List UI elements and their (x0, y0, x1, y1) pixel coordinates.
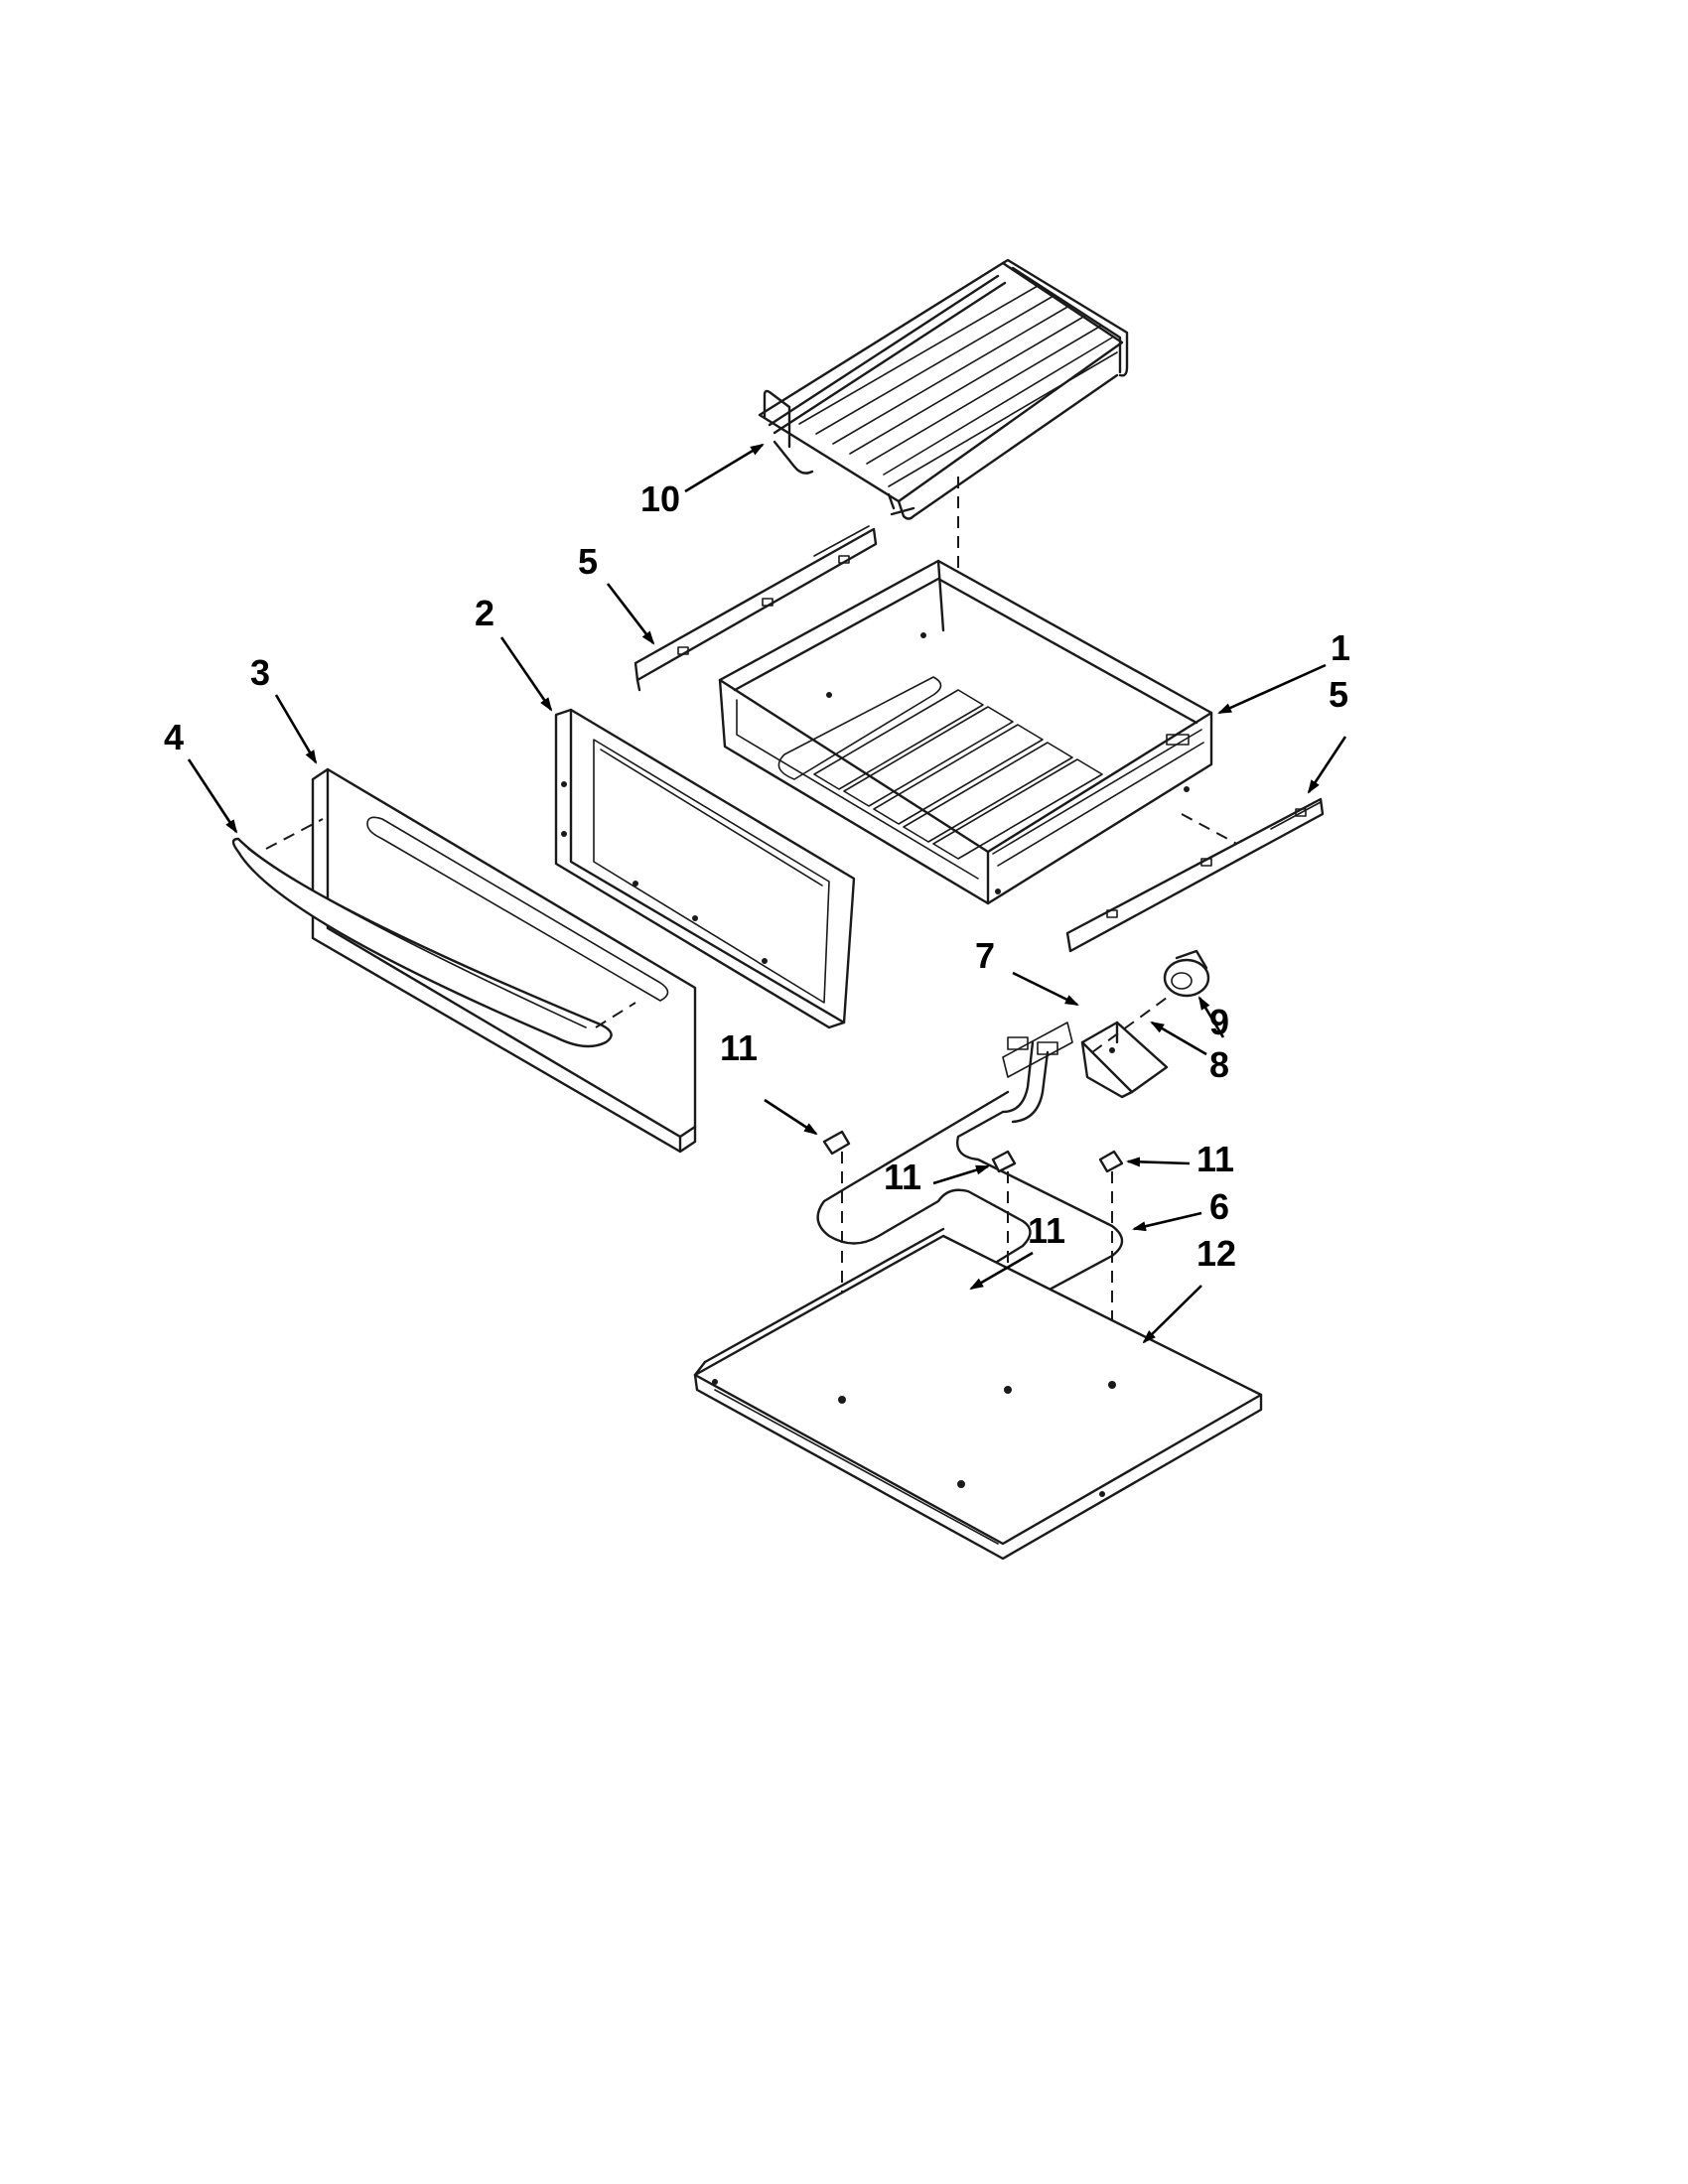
leader-4 (187, 758, 238, 834)
leader-3 (274, 694, 318, 764)
callout-11b: 11 (884, 1157, 921, 1197)
callout-9: 9 (1209, 1002, 1229, 1042)
callout-5b: 5 (1329, 674, 1348, 715)
callout-5a: 5 (578, 541, 598, 582)
callout-7: 7 (975, 935, 995, 976)
callout-6: 6 (1209, 1186, 1229, 1227)
element-clip-2 (991, 1150, 1017, 1173)
callout-11d: 11 (1028, 1210, 1065, 1251)
inner-door-panel (554, 708, 856, 1029)
leader-1 (1217, 663, 1327, 715)
leader-11b (932, 1164, 990, 1185)
callout-12: 12 (1196, 1233, 1236, 1274)
mounting-bracket (1080, 1021, 1169, 1099)
leader-11c (1126, 1157, 1191, 1167)
leader-12 (1142, 1285, 1202, 1344)
callout-11a: 11 (720, 1027, 758, 1068)
leader-5b (1307, 736, 1347, 794)
door-handle (231, 837, 613, 1048)
handle-to-door-guide-right (595, 1002, 636, 1028)
slide-rail-upper (633, 525, 878, 692)
leader-6 (1132, 1211, 1202, 1232)
element-clip-1 (822, 1130, 851, 1156)
slide-rail-lower (1065, 797, 1325, 953)
callout-1: 1 (1331, 627, 1350, 668)
bracket-to-switch-guide (1091, 997, 1168, 1053)
outer-door-panel (311, 767, 697, 1154)
handle-to-door-guide-left (265, 818, 324, 850)
leader-8 (1150, 1021, 1207, 1056)
callout-8: 8 (1209, 1044, 1229, 1085)
leader-2 (499, 636, 553, 712)
leader-11a (764, 1098, 818, 1136)
callout-10: 10 (640, 478, 680, 519)
leader-7 (1012, 971, 1079, 1007)
leader-5a (606, 583, 655, 645)
callout-2: 2 (475, 593, 494, 633)
leader-9 (1197, 996, 1225, 1038)
element-clip-3 (1098, 1150, 1124, 1173)
callout-11c: 11 (1196, 1139, 1234, 1179)
drawer-bottom-pan (693, 1227, 1263, 1561)
leader-11d (969, 1251, 1034, 1291)
wire-rack (758, 258, 1129, 520)
callout-3: 3 (250, 652, 270, 693)
thermal-switch (1163, 949, 1210, 998)
callout-4: 4 (164, 717, 184, 757)
warming-drawer-body (718, 559, 1213, 905)
leader-10 (684, 443, 765, 493)
